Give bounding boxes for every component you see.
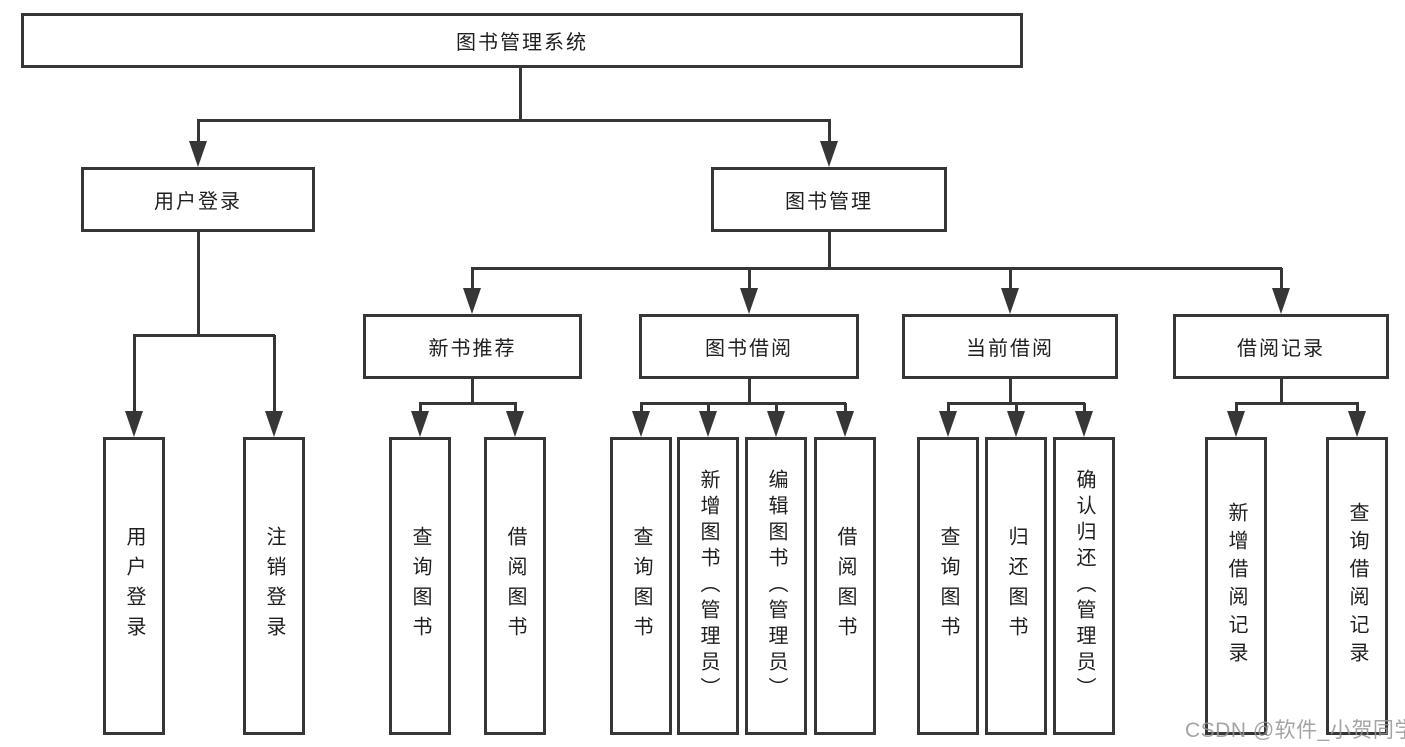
connector-root-drop-right <box>828 120 831 144</box>
arrow-down-icon <box>265 411 283 437</box>
connector-borrowing-drop-4 <box>844 403 847 413</box>
connector-bookmgmt-drop-3 <box>1009 268 1012 290</box>
leaf-query-books-current: 查询图书 <box>917 437 979 735</box>
connector-recommend-branch <box>419 402 517 405</box>
leaf-query-books-borrowing: 查询图书 <box>610 437 672 735</box>
leaf-query-borrow-record-label: 查询借阅记录 <box>1346 502 1368 670</box>
connector-records-stem <box>1280 379 1283 403</box>
connector-borrowing-stem <box>748 379 751 403</box>
connector-records-drop-1 <box>1235 403 1238 413</box>
leaf-query-books-current-label: 查询图书 <box>937 526 959 646</box>
arrow-down-icon <box>836 411 854 437</box>
connector-root-drop-left <box>197 120 200 144</box>
connector-current-drop-1 <box>947 403 950 413</box>
leaf-edit-books-admin: 编辑图书（管理员） <box>745 437 807 735</box>
node-user-login-label: 用户登录 <box>154 191 242 213</box>
connector-records-drop-2 <box>1356 403 1359 413</box>
leaf-add-books-admin: 新增图书（管理员） <box>677 437 739 735</box>
connector-login-branch <box>133 334 275 337</box>
node-book-borrowing: 图书借阅 <box>639 314 859 379</box>
arrow-down-icon <box>1272 288 1290 314</box>
node-current-borrowing-label: 当前借阅 <box>966 338 1054 360</box>
connector-current-stem <box>1009 379 1012 403</box>
leaf-borrow-books-recommend-label: 借阅图书 <box>504 526 526 646</box>
leaf-query-books-borrowing-label: 查询图书 <box>630 526 652 646</box>
connector-login-drop-1 <box>133 335 136 413</box>
arrow-down-icon <box>1227 411 1245 437</box>
node-borrowing-records: 借阅记录 <box>1173 314 1389 379</box>
node-user-login: 用户登录 <box>81 167 315 232</box>
arrow-down-icon <box>632 411 650 437</box>
node-root-library-system: 图书管理系统 <box>21 13 1023 68</box>
connector-borrowing-drop-3 <box>775 403 778 413</box>
arrow-down-icon <box>506 411 524 437</box>
connector-recommend-stem <box>471 379 474 403</box>
node-current-borrowing: 当前借阅 <box>902 314 1118 379</box>
connector-borrowing-drop-2 <box>707 403 710 413</box>
leaf-query-books-recommend-label: 查询图书 <box>409 526 431 646</box>
arrow-down-icon <box>1007 411 1025 437</box>
arrow-down-icon <box>820 141 838 167</box>
leaf-borrow-books-borrowing: 借阅图书 <box>814 437 876 735</box>
connector-bookmgmt-drop-4 <box>1280 268 1283 290</box>
connector-borrowing-branch <box>640 402 846 405</box>
connector-login-drop-2 <box>273 335 276 413</box>
arrow-down-icon <box>1348 411 1366 437</box>
arrow-down-icon <box>125 411 143 437</box>
connector-current-drop-3 <box>1083 403 1086 413</box>
connector-current-drop-2 <box>1015 403 1018 413</box>
connector-root-stem <box>519 68 522 120</box>
connector-bookmgmt-stem <box>828 232 831 268</box>
leaf-return-books: 归还图书 <box>985 437 1047 735</box>
arrow-down-icon <box>767 411 785 437</box>
connector-bookmgmt-drop-1 <box>471 268 474 290</box>
leaf-edit-books-admin-label: 编辑图书（管理员） <box>765 469 787 703</box>
leaf-query-borrow-record: 查询借阅记录 <box>1326 437 1388 735</box>
connector-bookmgmt-drop-2 <box>748 268 751 290</box>
connector-root-branch <box>197 119 831 122</box>
arrow-down-icon <box>189 141 207 167</box>
leaf-borrow-books-recommend: 借阅图书 <box>484 437 546 735</box>
arrow-down-icon <box>699 411 717 437</box>
arrow-down-icon <box>463 288 481 314</box>
arrow-down-icon <box>1075 411 1093 437</box>
leaf-user-login-label: 用户登录 <box>123 526 145 646</box>
connector-login-stem <box>197 232 200 335</box>
leaf-add-borrow-record: 新增借阅记录 <box>1205 437 1267 735</box>
connector-recommend-drop-1 <box>419 403 422 413</box>
node-root-label: 图书管理系统 <box>456 32 588 54</box>
leaf-return-books-label: 归还图书 <box>1005 526 1027 646</box>
node-borrowing-records-label: 借阅记录 <box>1237 338 1325 360</box>
node-book-management: 图书管理 <box>711 167 947 232</box>
arrow-down-icon <box>740 288 758 314</box>
node-book-borrowing-label: 图书借阅 <box>705 338 793 360</box>
arrow-down-icon <box>411 411 429 437</box>
connector-bookmgmt-branch <box>471 267 1282 270</box>
leaf-query-books-recommend: 查询图书 <box>389 437 451 735</box>
connector-borrowing-drop-1 <box>640 403 643 413</box>
leaf-add-books-admin-label: 新增图书（管理员） <box>697 469 719 703</box>
node-book-management-label: 图书管理 <box>785 191 873 213</box>
leaf-confirm-return-admin: 确认归还（管理员） <box>1053 437 1115 735</box>
node-new-book-recommend: 新书推荐 <box>363 314 582 379</box>
arrow-down-icon <box>939 411 957 437</box>
leaf-add-borrow-record-label: 新增借阅记录 <box>1225 502 1247 670</box>
leaf-user-login: 用户登录 <box>103 437 165 735</box>
node-new-book-recommend-label: 新书推荐 <box>428 338 517 360</box>
connector-records-branch <box>1235 402 1359 405</box>
connector-recommend-drop-2 <box>514 403 517 413</box>
leaf-logout-label: 注销登录 <box>263 526 285 646</box>
leaf-borrow-books-borrowing-label: 借阅图书 <box>834 526 856 646</box>
leaf-logout: 注销登录 <box>243 437 305 735</box>
arrow-down-icon <box>1001 288 1019 314</box>
watermark: CSDN @软件_小贺同学 <box>1185 719 1405 742</box>
leaf-confirm-return-admin-label: 确认归还（管理员） <box>1073 469 1095 703</box>
